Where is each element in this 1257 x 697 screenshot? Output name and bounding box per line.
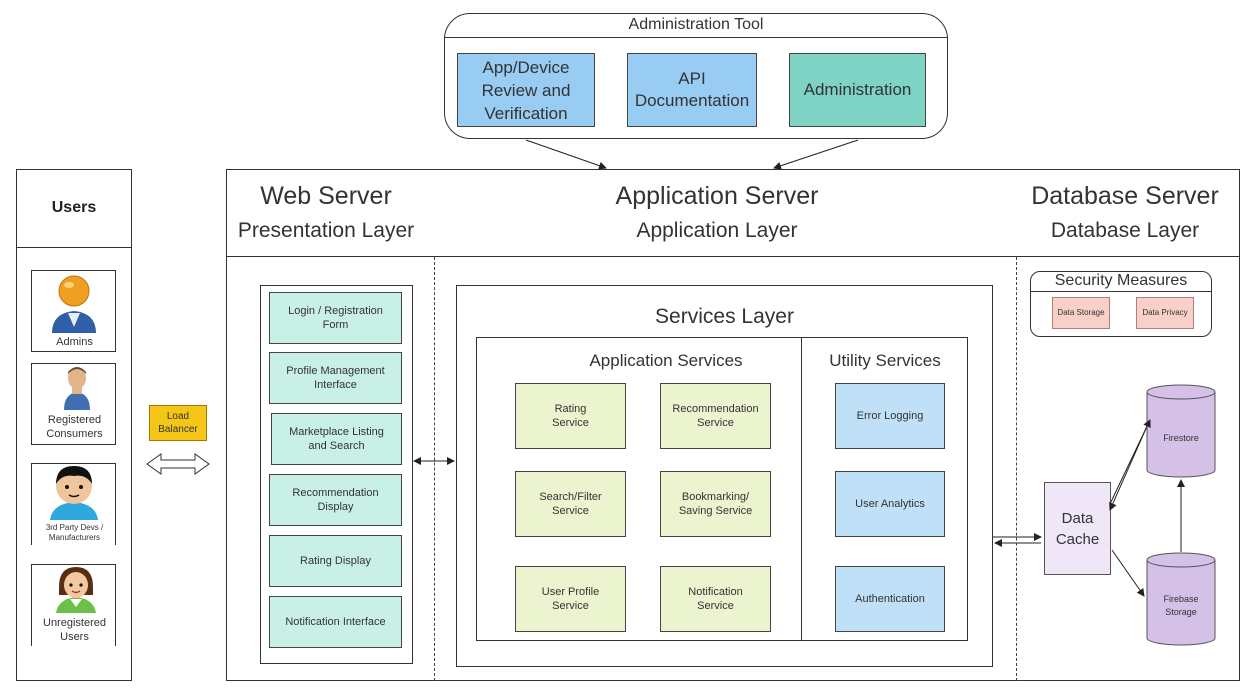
app-server-layer: Application Layer xyxy=(636,219,798,242)
users-title: Users xyxy=(51,199,97,216)
user-label-unregistered: Unregistered Users xyxy=(43,617,106,643)
utility-error-logging[interactable]: Error Logging xyxy=(835,383,945,449)
app-db-divider xyxy=(1016,257,1017,681)
user-label-admins: Admins xyxy=(56,336,93,348)
data-cache[interactable]: Data Cache xyxy=(1044,482,1111,575)
firestore-cylinder-icon xyxy=(1146,384,1216,478)
user-card-unregistered[interactable]: Unregistered Users xyxy=(31,564,116,646)
utility-authentication[interactable]: Authentication xyxy=(835,566,945,632)
utility-services-title: Utility Services xyxy=(829,351,941,370)
admin-tool-title: Administration Tool xyxy=(628,16,764,33)
app-server-title: Application Server xyxy=(615,181,819,210)
users-title-divider xyxy=(16,247,132,248)
services-layer-title: Services Layer xyxy=(655,305,794,328)
security-title: Security Measures xyxy=(1054,272,1188,289)
presentation-rating[interactable]: Rating Display xyxy=(269,535,402,587)
utility-user-analytics[interactable]: User Analytics xyxy=(835,471,945,537)
user-label-devs: 3rd Party Devs / Manufacturers xyxy=(45,523,104,542)
presentation-login[interactable]: Login / Registration Form xyxy=(269,292,402,344)
unregistered-avatar-icon xyxy=(56,567,96,613)
security-title-divider xyxy=(1030,291,1212,292)
firebase-storage-cylinder-icon xyxy=(1146,552,1216,646)
service-search-filter[interactable]: Search/Filter Service xyxy=(515,471,626,537)
app-services-title: Application Services xyxy=(589,351,743,370)
service-rating[interactable]: Rating Service xyxy=(515,383,626,449)
admin-tool-title-divider xyxy=(444,37,948,38)
admin-item-api-docs[interactable]: API Documentation xyxy=(627,53,757,127)
admin-avatar-icon xyxy=(52,275,96,333)
user-card-devs[interactable]: 3rd Party Devs / Manufacturers xyxy=(31,463,116,545)
firestore-label[interactable]: Firestore xyxy=(1163,433,1199,443)
service-notification[interactable]: Notification Service xyxy=(660,566,771,632)
user-card-admins[interactable]: Admins xyxy=(31,270,116,352)
service-user-profile[interactable]: User Profile Service xyxy=(515,566,626,632)
web-app-divider xyxy=(434,257,435,681)
service-bookmarking[interactable]: Bookmarking/ Saving Service xyxy=(660,471,771,537)
server-header-divider xyxy=(226,256,1240,257)
load-balancer-double-arrow xyxy=(146,453,210,475)
service-recommendation[interactable]: Recommendation Service xyxy=(660,383,771,449)
db-server-title: Database Server xyxy=(1031,181,1219,210)
presentation-profile[interactable]: Profile Management Interface xyxy=(269,352,402,404)
presentation-recommendation[interactable]: Recommendation Display xyxy=(269,474,402,526)
admin-item-app-review[interactable]: App/Device Review and Verification xyxy=(457,53,595,127)
admin-item-administration[interactable]: Administration xyxy=(789,53,926,127)
user-label-registered: Registered Consumers xyxy=(46,414,103,440)
presentation-marketplace[interactable]: Marketplace Listing and Search xyxy=(271,413,402,465)
consumer-avatar-icon xyxy=(64,367,90,410)
security-data-storage[interactable]: Data Storage xyxy=(1052,297,1110,329)
load-balancer: Load Balancer xyxy=(149,405,207,441)
user-card-registered[interactable]: Registered Consumers xyxy=(31,363,116,445)
db-server-layer: Database Layer xyxy=(1050,219,1200,242)
firebase-storage-label[interactable]: Firebase Storage xyxy=(1163,594,1199,617)
presentation-notification[interactable]: Notification Interface xyxy=(269,596,402,648)
web-server-title: Web Server xyxy=(260,181,392,210)
services-split-divider xyxy=(801,337,802,641)
developer-avatar-icon xyxy=(50,466,98,520)
security-data-privacy[interactable]: Data Privacy xyxy=(1136,297,1194,329)
web-server-layer: Presentation Layer xyxy=(237,219,415,242)
